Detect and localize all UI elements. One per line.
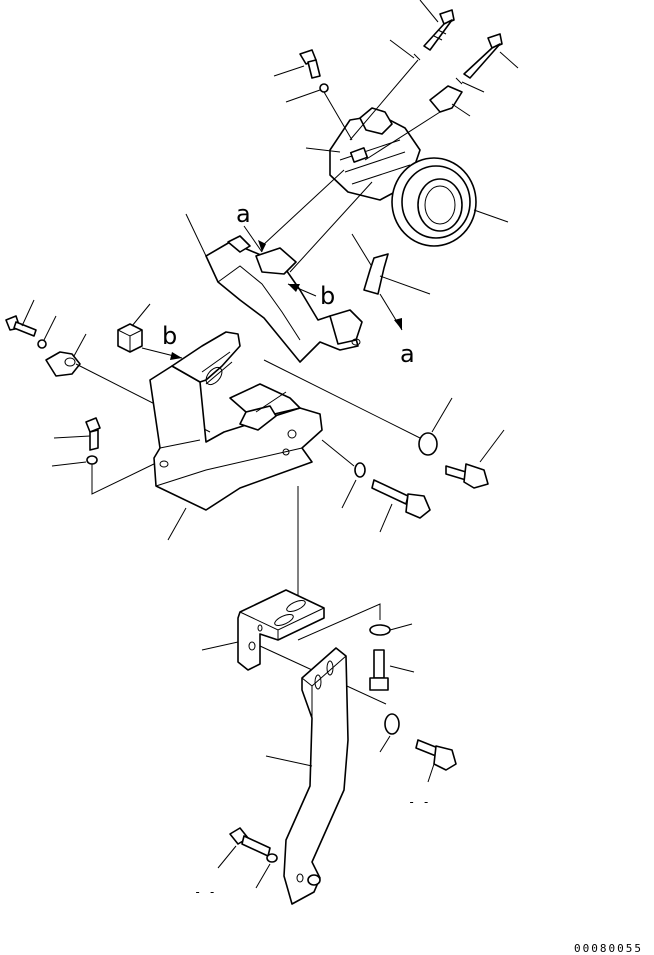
long-strap (283, 647, 349, 905)
bolt-top-long (423, 9, 455, 51)
washer-right-mid (354, 462, 366, 478)
washer-top (413, 53, 421, 61)
bolt-strap-left (229, 827, 271, 857)
main-bracket (149, 331, 323, 511)
leader-compressor (473, 209, 509, 223)
lower-bracket (237, 589, 325, 671)
bolt-lower-right (369, 649, 389, 691)
washer-left-top (319, 83, 329, 93)
small-bracket-top (429, 85, 463, 113)
drawing-number: 00080055 (574, 942, 643, 955)
label-a-top: a (236, 200, 251, 228)
footer-mark-1: - - (408, 795, 430, 809)
footer-mark-2: - - (194, 885, 216, 899)
label-a-bottom: a (400, 340, 415, 368)
block-small (117, 323, 143, 353)
upper-bracket (205, 235, 363, 363)
washer-top-right (455, 77, 463, 85)
washer-left-mid (86, 455, 98, 465)
washer-left-small (37, 339, 47, 349)
label-b-left: b (162, 322, 177, 350)
bolt-right-mid (371, 479, 431, 519)
bolt-left-top (299, 49, 321, 79)
label-b-right: b (320, 282, 335, 310)
washer-large-right (418, 432, 438, 456)
bolt-strap-right (415, 739, 457, 771)
compressor (329, 107, 477, 247)
clamp-left (45, 351, 81, 377)
bolt-left-mid (85, 417, 101, 451)
washer-strap-right (384, 713, 400, 735)
washer-lower-right (369, 624, 391, 636)
washer-strap-left (266, 853, 278, 863)
bolt-right-upper (445, 463, 489, 489)
small-clip (363, 253, 389, 295)
bolt-left-small (5, 315, 37, 337)
bolt-top-right (463, 33, 503, 79)
